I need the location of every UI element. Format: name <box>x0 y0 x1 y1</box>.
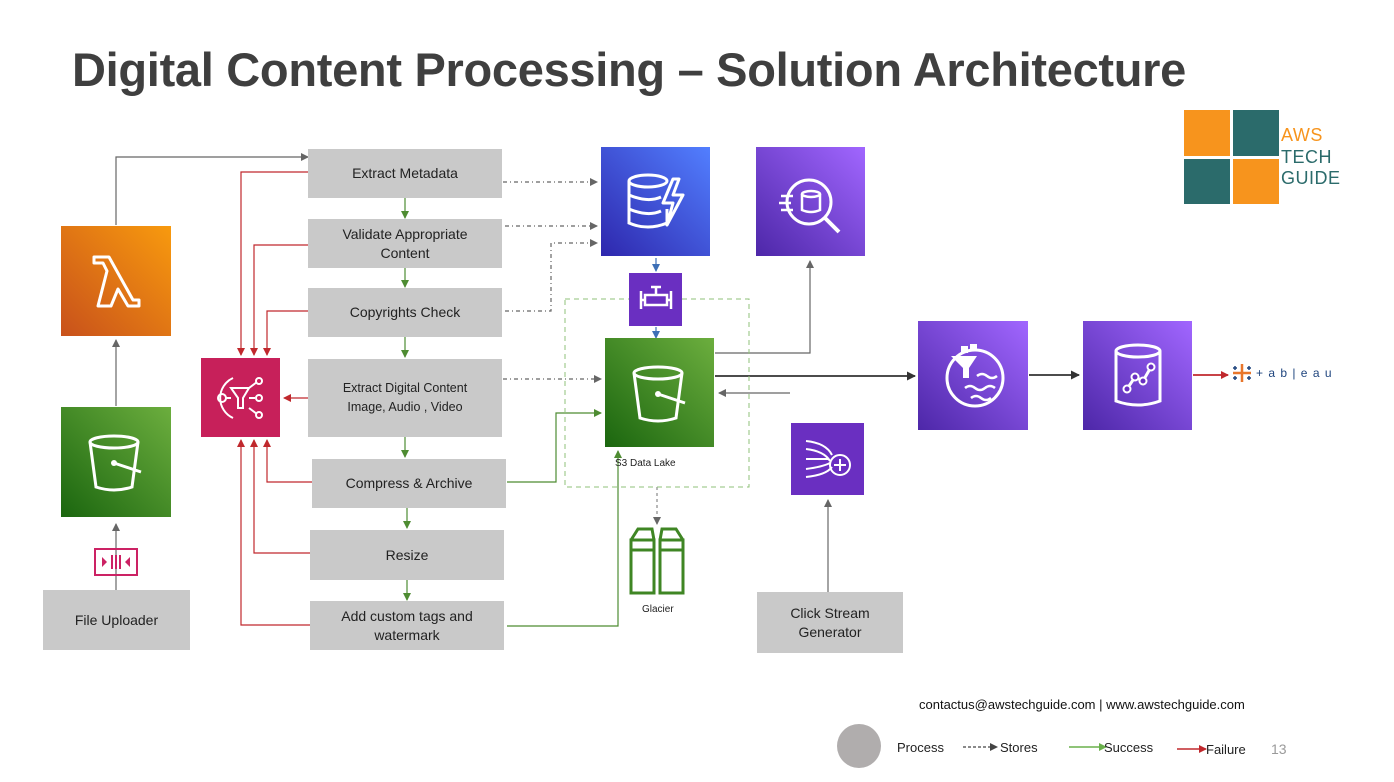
redshift-icon <box>1083 321 1192 430</box>
legend-stores-label: Stores <box>1000 740 1038 755</box>
add-custom-tags-label-line2: watermark <box>374 626 440 643</box>
glacier-caption: Glacier <box>642 604 674 615</box>
page-number: 13 <box>1271 741 1287 757</box>
add-custom-tags-label-line1: Add custom tags and <box>341 607 473 624</box>
extract-metadata-step: Extract Metadata <box>308 149 502 198</box>
extract-digital-label-line1: Extract Digital Content <box>342 381 468 395</box>
s3-data-lake-icon <box>605 338 714 447</box>
file-uploader-box: File Uploader <box>43 590 190 650</box>
lake-formation-icon <box>918 321 1028 430</box>
click-stream-generator-box: Click Stream Generator <box>757 592 903 653</box>
legend-process-circle <box>837 724 881 768</box>
resize-label: Resize <box>385 546 429 563</box>
click-stream-label-line1: Click Stream <box>790 604 870 621</box>
kinesis-icon <box>791 423 864 495</box>
lambda-icon <box>61 226 171 336</box>
validate-content-label-line2: Content <box>380 244 430 261</box>
aws-tech-guide-logo: AWS TECH GUIDE <box>1184 110 1344 204</box>
legend-process-label: Process <box>897 740 944 755</box>
file-uploader-label: File Uploader <box>74 611 159 628</box>
validate-content-label-line1: Validate Appropriate <box>342 225 468 242</box>
tableau-logo-icon <box>1230 361 1254 385</box>
copyrights-check-label: Copyrights Check <box>349 304 461 320</box>
s3-data-lake-caption: S3 Data Lake <box>615 458 676 469</box>
validate-content-step: Validate Appropriate Content <box>308 219 502 268</box>
dynamodb-icon <box>601 147 710 256</box>
extract-metadata-label: Extract Metadata <box>352 165 458 181</box>
sns-icon <box>201 358 280 437</box>
page-title: Digital Content Processing – Solution Ar… <box>72 43 1187 96</box>
resize-step: Resize <box>310 530 504 580</box>
compress-archive-step: Compress & Archive <box>312 459 506 508</box>
legend-failure-label: Failure <box>1206 742 1246 757</box>
legend-success-label: Success <box>1104 740 1154 755</box>
extract-digital-content-step: Extract Digital Content Image, Audio , V… <box>308 359 502 437</box>
copyrights-check-step: Copyrights Check <box>308 288 502 337</box>
compress-archive-label: Compress & Archive <box>345 475 473 491</box>
footer-contact: contactus@awstechguide.com | www.awstech… <box>919 697 1245 712</box>
glacier-icon <box>628 526 686 596</box>
add-custom-tags-step: Add custom tags and watermark <box>310 601 504 650</box>
extract-digital-label-line2: Image, Audio , Video <box>347 400 463 414</box>
s3-bucket-icon <box>61 407 171 517</box>
data-pipeline-icon <box>629 273 682 326</box>
transfer-icon <box>93 547 139 577</box>
click-stream-label-line2: Generator <box>798 623 862 640</box>
athena-icon <box>756 147 865 256</box>
tableau-wordmark: + a b | e a u <box>1256 366 1333 380</box>
